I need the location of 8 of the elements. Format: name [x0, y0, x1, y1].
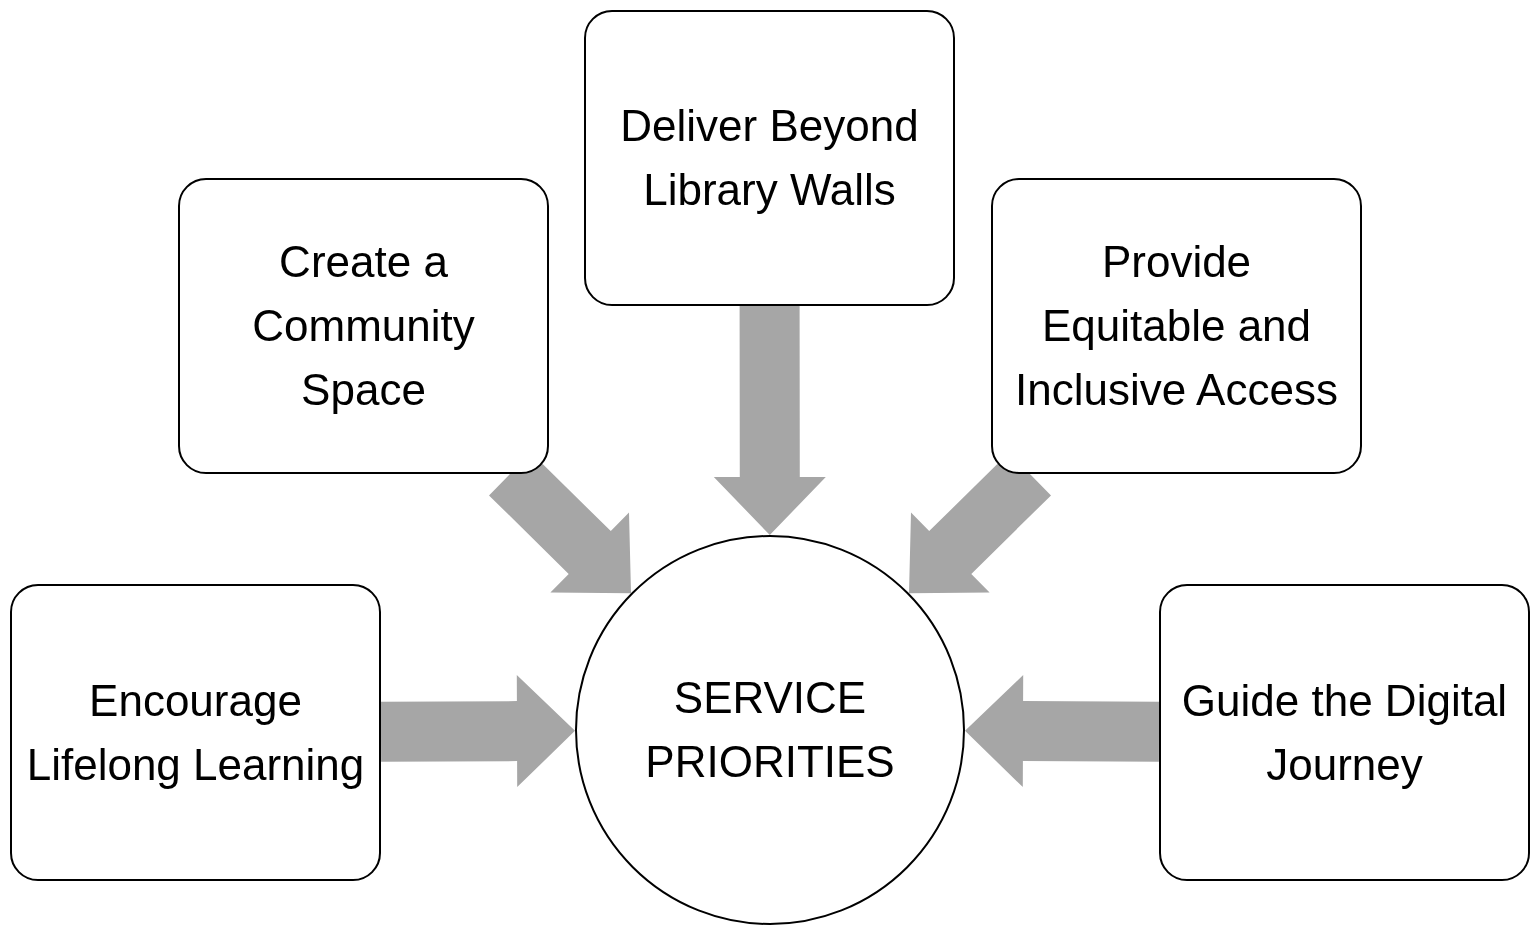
priority-box: Guide the Digital Journey — [1159, 584, 1530, 881]
block-arrow — [380, 675, 575, 788]
priority-box: Encourage Lifelong Learning — [10, 584, 381, 881]
priority-box: Deliver Beyond Library Walls — [584, 10, 955, 306]
priority-box: Create a Community Space — [178, 178, 549, 474]
block-arrow — [965, 675, 1160, 788]
priority-box: Provide Equitable and Inclusive Access — [991, 178, 1362, 474]
block-arrow — [713, 306, 826, 535]
